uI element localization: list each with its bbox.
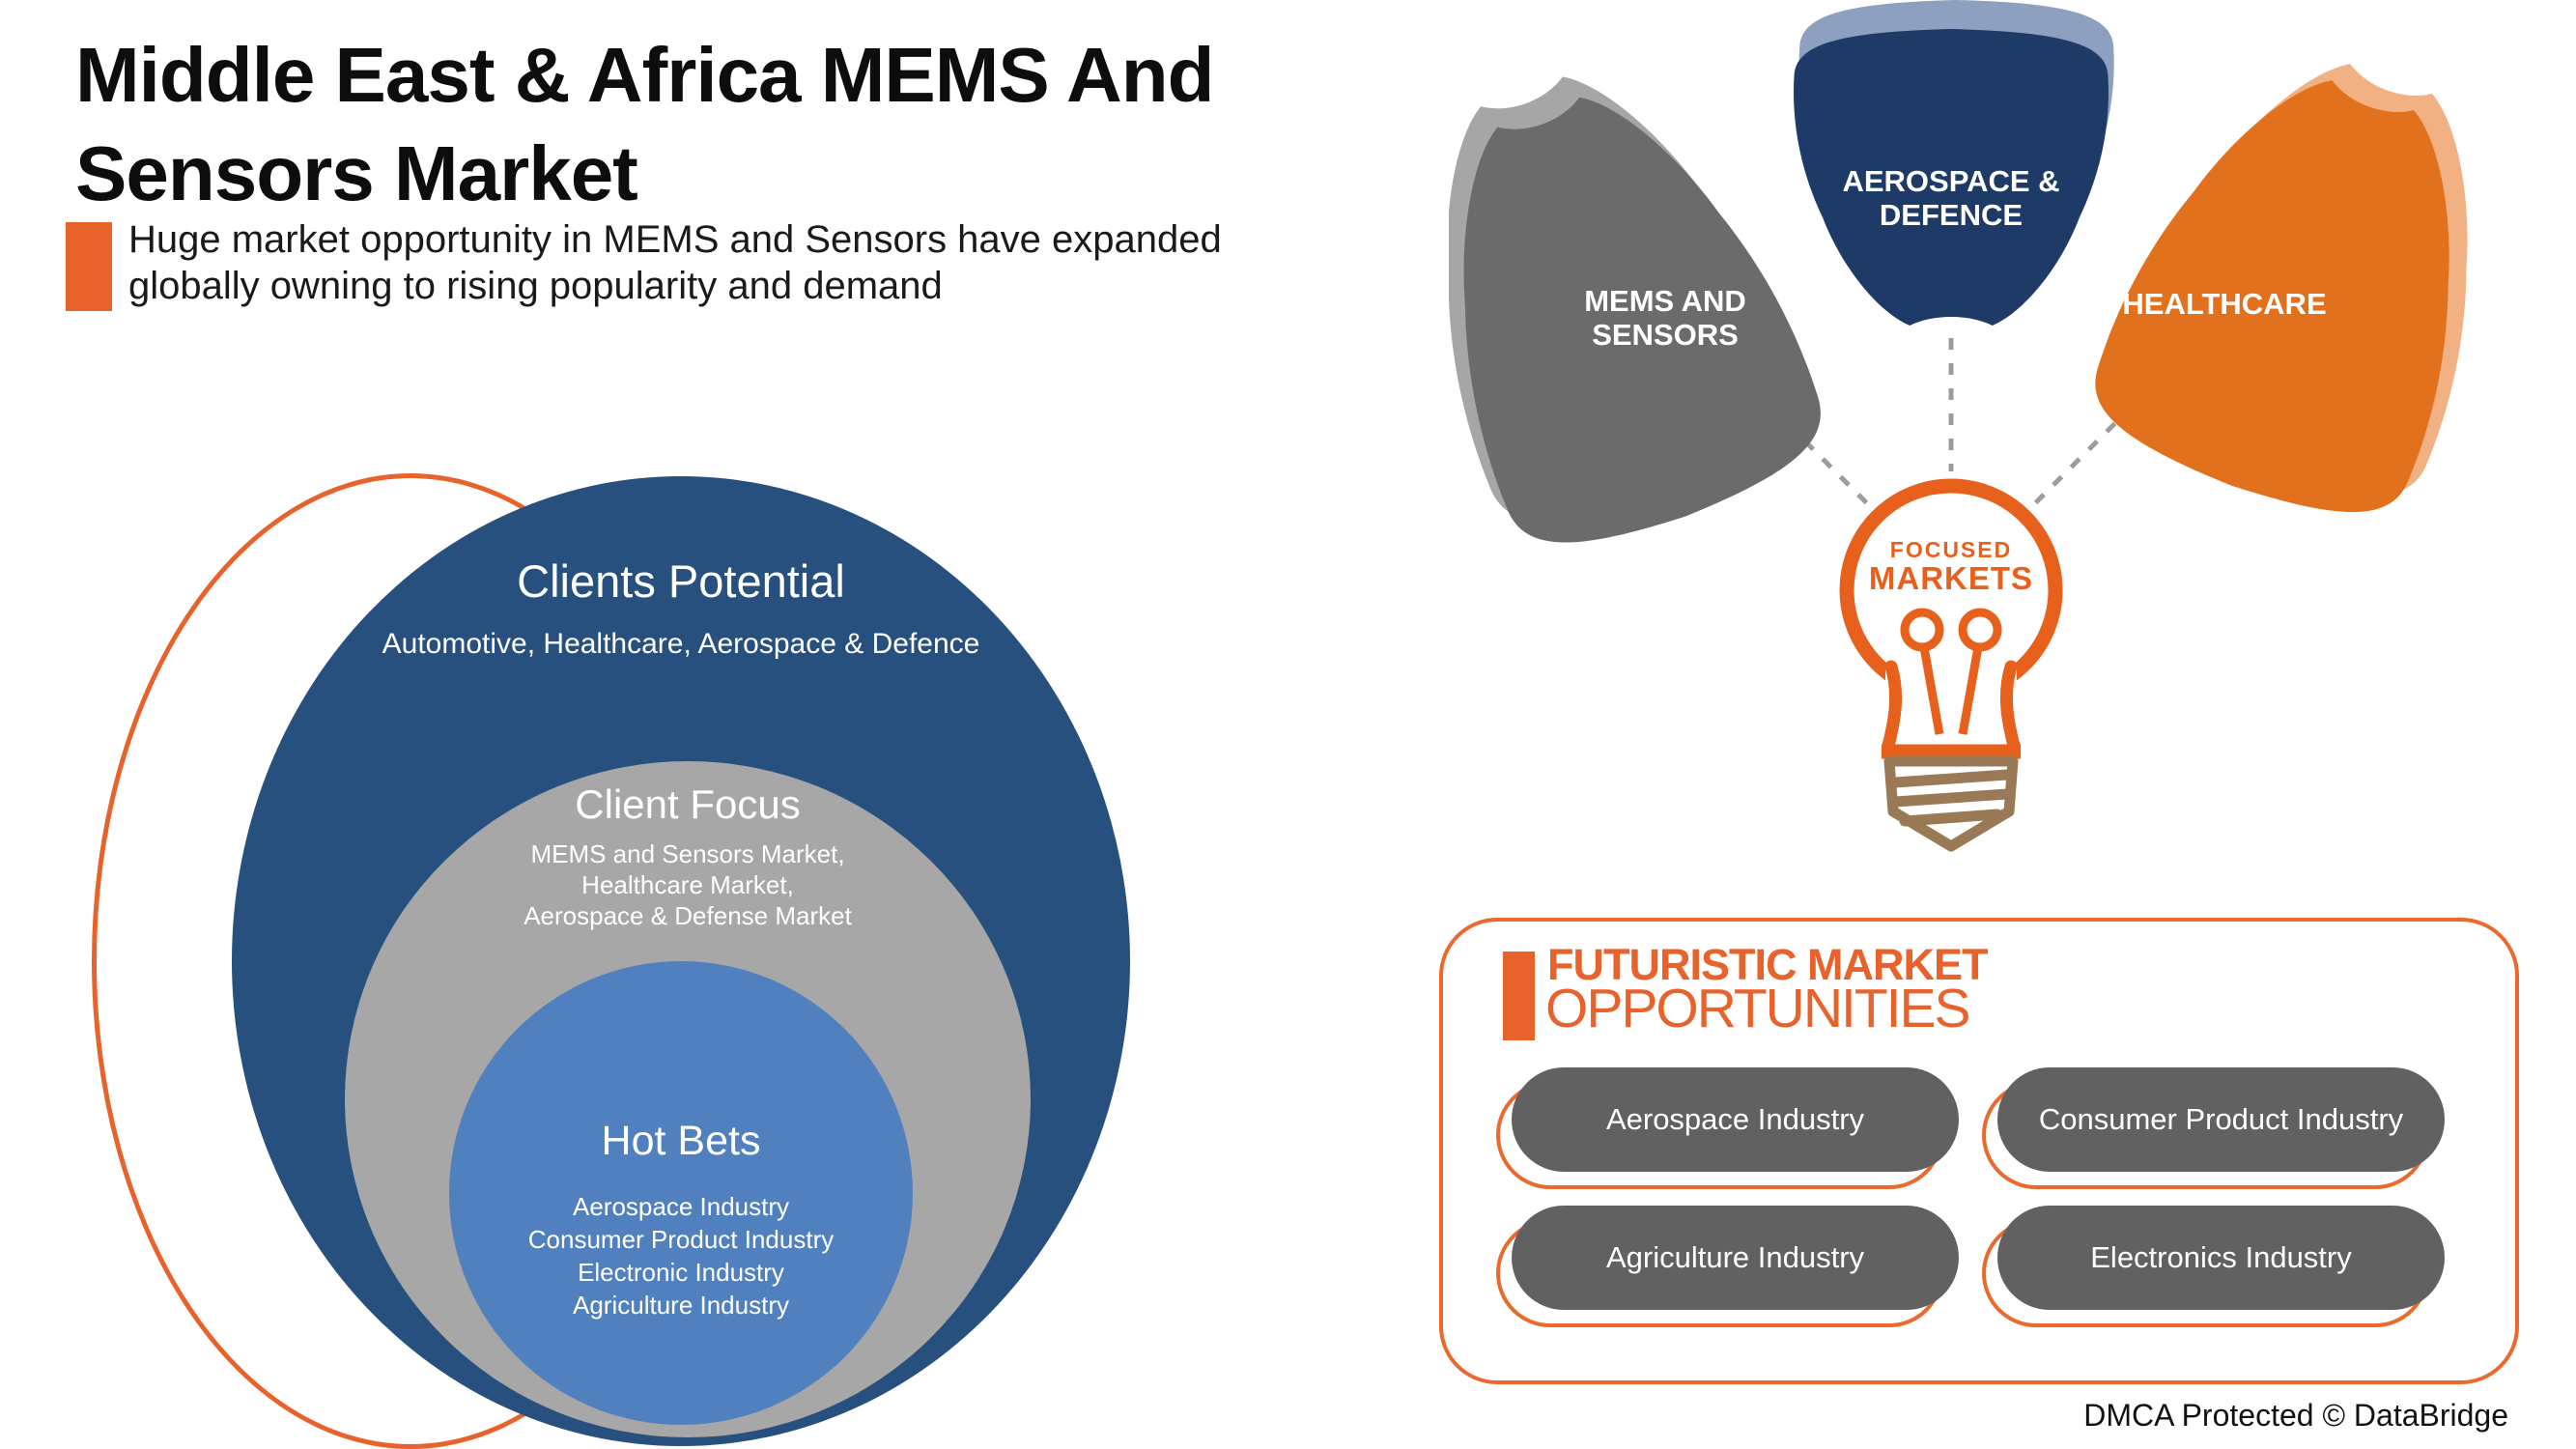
venn-middle-title: Client Focus	[575, 781, 801, 827]
venn-inner-item: Electronic Industry	[578, 1258, 784, 1287]
venn-middle-item: Healthcare Market,	[581, 870, 794, 899]
petal-label-line: SENSORS	[1592, 318, 1739, 352]
petal-label-healthcare: HEALTHCARE	[2031, 287, 2418, 321]
subtitle-line-1: Huge market opportunity in MEMS and Sens…	[128, 218, 1222, 261]
venn-middle-item: Aerospace & Defense Market	[524, 901, 852, 930]
opportunities-heading-line-1: FUTURISTIC MARKET	[1547, 940, 1988, 989]
page-title-line-2: Sensors Market	[75, 130, 638, 216]
venn-inner-item: Consumer Product Industry	[527, 1225, 835, 1254]
opportunities-panel	[1439, 918, 2519, 1384]
bulb-base	[1883, 755, 2019, 852]
opportunity-pill: Aerospace Industry	[1512, 1067, 1959, 1172]
venn-inner-item: Agriculture Industry	[573, 1291, 789, 1320]
opportunities-accent-bar	[1503, 952, 1535, 1040]
bulb-neck-left	[1882, 660, 1903, 753]
pill-label: Agriculture Industry	[1605, 1240, 1865, 1274]
lightbulb-icon: FOCUSED MARKETS	[1839, 478, 2063, 852]
bulb-label-markets: MARKETS	[1869, 560, 2033, 596]
bulb-neck-right	[1999, 660, 2021, 753]
venn-middle-item: MEMS and Sensors Market,	[530, 839, 845, 868]
opportunity-pill: Agriculture Industry	[1512, 1206, 1959, 1310]
petal-label-line: AEROSPACE &	[1842, 164, 2060, 198]
pill-label: Electronics Industry	[2090, 1240, 2352, 1274]
bulb-filament	[1900, 608, 2002, 735]
dmca-footer: DMCA Protected © DataBridge	[2083, 1398, 2508, 1433]
connector-right	[2022, 404, 2135, 517]
petal-label-aerospace-defence: AEROSPACE & DEFENCE	[1758, 164, 2144, 232]
venn-inner-title: Hot Bets	[601, 1118, 761, 1164]
venn-inner-circle	[449, 961, 913, 1425]
subtitle-accent-bar	[66, 222, 112, 311]
venn-outer-title: Clients Potential	[517, 555, 845, 607]
venn-inner-item: Aerospace Industry	[572, 1192, 789, 1221]
petal-label-mems-sensors: MEMS AND SENSORS	[1472, 284, 1858, 352]
page-title-line-1: Middle East & Africa MEMS And	[75, 32, 1215, 118]
opportunity-pill: Consumer Product Industry	[1997, 1067, 2445, 1172]
pill-label: Aerospace Industry	[1605, 1102, 1865, 1136]
venn-outer-subtitle: Automotive, Healthcare, Aerospace & Defe…	[382, 628, 980, 660]
pill-label: Consumer Product Industry	[2038, 1102, 2404, 1136]
petal-aerospace-defence-shape	[1794, 0, 2114, 326]
opportunity-pill: Electronics Industry	[1997, 1206, 2445, 1310]
focused-markets-diagram: FOCUSED MARKETS	[1449, 0, 2511, 852]
petal-label-line: DEFENCE	[1879, 198, 2024, 232]
bulb-label-focused: FOCUSED	[1890, 537, 2012, 562]
subtitle-line-2: globally owning to rising popularity and…	[128, 265, 943, 307]
petal-healthcare-shape	[2075, 21, 2511, 543]
petal-label-line: MEMS AND	[1584, 284, 1746, 318]
petal-label-line: HEALTHCARE	[2122, 287, 2327, 321]
opportunities-heading-line-2: OPPORTUNITIES	[1545, 978, 1971, 1039]
bulb-neck-fill	[1885, 669, 2017, 749]
